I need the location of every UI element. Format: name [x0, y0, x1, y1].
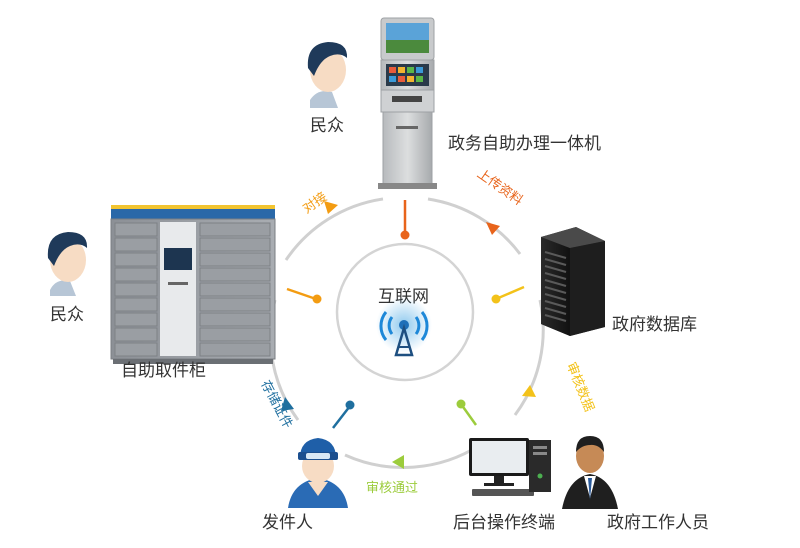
arrow-label-review-data: 审核数据 — [563, 360, 596, 414]
arrowheads — [281, 201, 536, 469]
arrowhead-review-data — [522, 385, 536, 397]
inner-ring — [335, 242, 475, 382]
server-slot — [544, 307, 567, 315]
issuer-avatar-icon — [288, 438, 348, 508]
kiosk-icon — [378, 17, 437, 189]
arrowhead-dock — [324, 201, 338, 214]
connector-issuer — [332, 400, 355, 429]
locker-door — [114, 327, 158, 342]
citizen-left-avatar-icon — [47, 232, 88, 296]
database-label: 政府数据库 — [612, 315, 697, 335]
locker-door — [114, 267, 158, 282]
locker-door — [199, 237, 271, 252]
locker-door — [114, 297, 158, 312]
backend-label: 后台操作终端 — [453, 513, 555, 533]
server-slot — [544, 293, 567, 301]
server-slot — [544, 272, 567, 280]
citizen-top-avatar-icon — [307, 42, 348, 108]
backend-terminal-icon — [469, 438, 551, 496]
server-slot — [544, 258, 567, 266]
server-slot — [544, 314, 567, 322]
locker-door — [199, 282, 271, 297]
server-slot — [544, 251, 567, 259]
connector-backend — [456, 399, 478, 426]
arrow-label-dock: 对接 — [300, 189, 330, 217]
arrow-label-upload: 上传资料 — [474, 167, 525, 209]
locker-door — [114, 252, 158, 267]
locker-door — [199, 222, 271, 237]
citizen-left-label: 民众 — [50, 305, 84, 325]
wifi-tower-icon — [376, 297, 432, 357]
staff-label: 政府工作人员 — [607, 513, 709, 533]
arrow-label-review-pass: 审核通过 — [366, 481, 418, 496]
kiosk-label: 政务自助办理一体机 — [448, 134, 601, 154]
internet-node: 互联网 — [376, 287, 432, 357]
connectors — [286, 200, 525, 429]
database-server-icon — [541, 227, 605, 336]
locker-door — [199, 297, 271, 312]
server-slot — [544, 279, 567, 287]
arrowhead-store — [281, 397, 294, 411]
locker-door — [199, 342, 271, 357]
locker-door — [114, 282, 158, 297]
locker-door — [199, 327, 271, 342]
arrowhead-upload — [486, 222, 500, 235]
arrowhead-review-pass — [392, 455, 404, 469]
locker-door — [199, 267, 271, 282]
connector-kiosk — [400, 200, 410, 240]
locker-door — [114, 342, 158, 357]
locker-label: 自助取件柜 — [121, 361, 206, 381]
server-slot — [544, 286, 567, 294]
server-slot — [544, 265, 567, 273]
locker-door — [199, 312, 271, 327]
locker-door — [114, 312, 158, 327]
citizen-top-label: 民众 — [310, 116, 344, 136]
locker-doors — [114, 222, 271, 357]
locker-door — [114, 222, 158, 237]
locker-door — [114, 237, 158, 252]
locker-door — [199, 252, 271, 267]
database-slots — [544, 251, 567, 322]
connector-database — [491, 285, 525, 304]
issuer-label: 发件人 — [262, 513, 313, 533]
connector-locker — [286, 287, 322, 304]
staff-avatar-icon — [562, 436, 618, 509]
server-slot — [544, 300, 567, 308]
